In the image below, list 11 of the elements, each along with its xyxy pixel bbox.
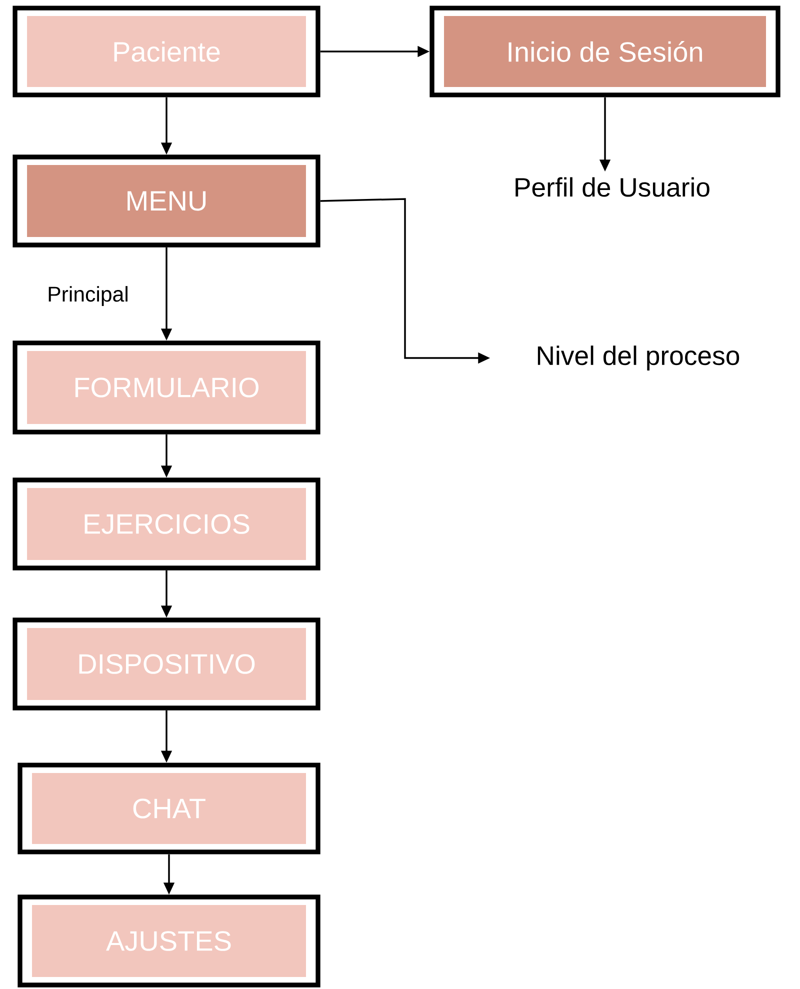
process-box: DISPOSITIVO <box>12 618 320 710</box>
process-box: FORMULARIO <box>12 340 320 434</box>
node-text: Nivel del proceso <box>538 346 740 370</box>
edge-label: Principal <box>46 284 130 308</box>
process-box: Inicio de Sesión <box>430 6 780 98</box>
process-box: EJERCICIOS <box>12 478 320 570</box>
process-box: CHAT <box>18 762 320 854</box>
process-box: Paciente <box>12 6 320 98</box>
process-box: AJUSTES <box>18 894 320 988</box>
node-text: Perfil de Usuario <box>516 177 710 197</box>
process-box: MENU <box>12 154 320 248</box>
